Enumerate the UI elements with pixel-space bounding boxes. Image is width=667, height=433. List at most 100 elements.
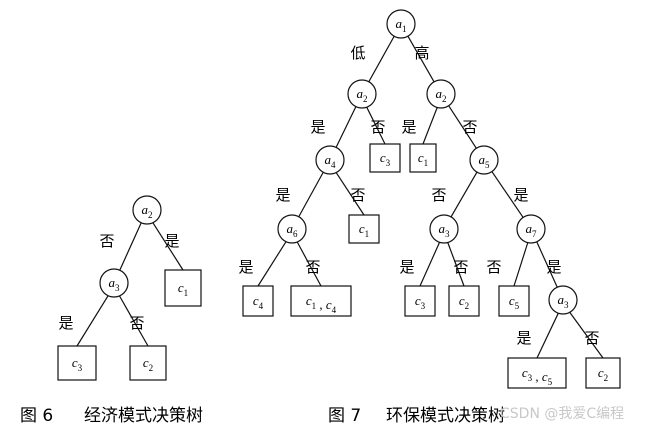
fig7-edge-label-m3-m6: 是 <box>401 118 416 136</box>
attribute-node-circle <box>548 285 578 315</box>
fig7-edge-m1-m2 <box>368 35 395 83</box>
fig7-edge-label-m11-m17: 是 <box>546 258 561 276</box>
fig7-node-m18: c3 , c5 <box>507 357 567 389</box>
attribute-node-circle <box>429 214 459 244</box>
fig7-node-m17: a3 <box>548 285 578 315</box>
fig7-edge-m11-m16 <box>513 242 529 287</box>
fig7-edge-m17-m18 <box>536 312 559 359</box>
leaf-node-box <box>448 285 480 317</box>
leaf-node-label: c2 <box>459 293 469 311</box>
fig6-edge-label-n1-n2: 否 <box>99 232 114 250</box>
fig7-node-m4: a4 <box>315 145 345 175</box>
fig7-edge-m10-m14 <box>419 242 441 287</box>
fig7-edge-m3-m7 <box>448 105 477 149</box>
figure-7-caption-title: 环保模式决策树 <box>386 406 505 426</box>
fig7-edge-m7-m11 <box>491 171 524 218</box>
fig7-edge-label-m1-m3: 高 <box>414 44 429 62</box>
fig7-edge-label-m4-m9: 否 <box>350 186 365 204</box>
fig7-edge-m2-m5 <box>366 106 386 145</box>
leaf-node-label: c1 , c4 <box>306 293 337 315</box>
attribute-node-circle <box>315 145 345 175</box>
fig6-node-n5: c2 <box>129 345 167 381</box>
attribute-node-label: a5 <box>479 152 491 170</box>
leaf-node-label: c1 <box>359 221 369 239</box>
leaf-node-box <box>129 345 167 381</box>
fig7-edge-m11-m17 <box>536 241 558 288</box>
fig7-edge-label-m17-m19: 否 <box>584 329 599 347</box>
fig7-edge-label-m7-m11: 是 <box>513 186 528 204</box>
attribute-node-label: a6 <box>287 221 299 239</box>
attribute-node-label: a7 <box>526 221 538 239</box>
fig7-node-m13: c1 , c4 <box>290 285 352 317</box>
fig7-edge-label-m1-m2: 低 <box>350 44 365 62</box>
fig7-node-m12: c4 <box>242 285 274 317</box>
fig7-node-m11: a7 <box>516 214 546 244</box>
attribute-node-label: a3 <box>558 292 570 310</box>
fig7-edge-m17-m19 <box>569 311 604 359</box>
edge-labels-layer: 否是是否低高是否是否是否否是是否是否否是是否 <box>58 44 599 347</box>
fig6-node-n2: a3 <box>99 268 129 298</box>
attribute-node-circle <box>277 214 307 244</box>
fig6-edge-n2-n5 <box>118 295 149 347</box>
fig7-edge-m8-m13 <box>296 241 322 287</box>
fig7-node-m19: c2 <box>585 357 621 389</box>
attribute-node-circle <box>386 9 416 39</box>
fig7-edge-label-m7-m10: 否 <box>431 186 446 204</box>
fig7-node-m16: c5 <box>498 285 530 317</box>
fig6-edge-n1-n3 <box>152 222 184 271</box>
attribute-node-label: a3 <box>439 221 451 239</box>
leaf-node-box <box>242 285 274 317</box>
fig6-node-n3: c1 <box>164 269 202 307</box>
fig7-edge-label-m11-m16: 否 <box>486 258 501 276</box>
fig7-edge-label-m8-m12: 是 <box>238 258 253 276</box>
attribute-node-circle <box>426 79 456 109</box>
leaf-node-box <box>57 345 97 381</box>
attribute-node-circle <box>99 268 129 298</box>
figure-6-caption-number: 图 6 <box>20 406 53 426</box>
fig6-edge-label-n2-n5: 否 <box>129 314 144 332</box>
leaf-node-label: c4 <box>253 293 264 311</box>
fig7-edge-label-m2-m4: 是 <box>310 118 325 136</box>
fig7-edge-label-m10-m15: 否 <box>453 258 468 276</box>
fig7-edge-label-m8-m13: 否 <box>305 258 320 276</box>
leaf-node-label: c2 <box>143 355 153 373</box>
fig7-node-m2: a2 <box>347 79 377 109</box>
leaf-node-box <box>369 143 401 173</box>
leaf-node-box <box>585 357 621 389</box>
leaf-node-box <box>290 285 352 317</box>
leaf-node-label: c3 <box>380 150 391 168</box>
fig6-node-n4: c3 <box>57 345 97 381</box>
fig6-edge-label-n2-n4: 是 <box>58 314 73 332</box>
leaf-node-box <box>409 143 437 173</box>
fig7-edge-m3-m6 <box>422 107 438 145</box>
fig7-node-m5: c3 <box>369 143 401 173</box>
leaf-node-label: c5 <box>509 293 520 311</box>
fig6-edge-n2-n4 <box>76 295 109 347</box>
leaf-node-label: c1 <box>178 280 188 298</box>
fig7-node-m3: a2 <box>426 79 456 109</box>
leaf-node-box <box>507 357 567 389</box>
attribute-node-circle <box>516 214 546 244</box>
fig7-node-m15: c2 <box>448 285 480 317</box>
attribute-node-label: a2 <box>357 86 368 104</box>
figure-7-caption-number: 图 7 <box>328 406 361 426</box>
fig6-edge-label-n1-n3: 是 <box>164 232 179 250</box>
fig7-edge-m4-m8 <box>298 171 324 218</box>
fig6-edge-n1-n2 <box>119 222 142 271</box>
leaf-node-label: c1 <box>418 150 428 168</box>
fig7-edge-label-m3-m7: 否 <box>462 118 477 136</box>
watermark: CSDN @我爱C编程 <box>500 406 624 422</box>
fig7-edge-m7-m10 <box>450 171 478 218</box>
fig7-edge-m1-m3 <box>407 35 435 83</box>
fig7-node-m6: c1 <box>409 143 437 173</box>
attribute-node-circle <box>469 145 499 175</box>
fig7-edge-label-m2-m5: 否 <box>370 118 385 136</box>
attribute-node-circle <box>347 79 377 109</box>
fig7-edge-m10-m15 <box>447 242 465 287</box>
leaf-node-label: c2 <box>598 365 608 383</box>
edges-layer <box>76 35 604 359</box>
attribute-node-label: a2 <box>436 86 447 104</box>
fig7-node-m8: a6 <box>277 214 307 244</box>
